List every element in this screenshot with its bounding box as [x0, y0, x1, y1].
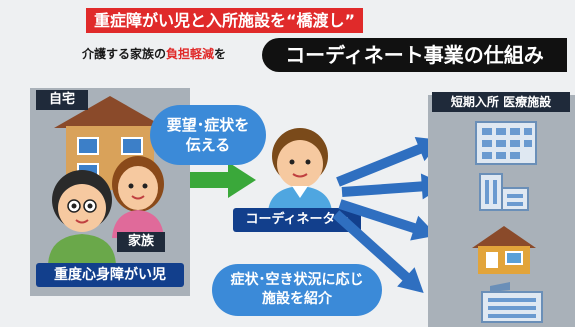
main-title: コーディネート事業の仕組み — [262, 38, 567, 72]
facilities-label: 短期入所 医療施設 — [432, 92, 570, 112]
house-icon — [54, 96, 166, 190]
request-bubble: 要望･症状を 伝える — [150, 105, 266, 165]
arrow-right-icon — [332, 210, 424, 293]
introduce-bubble-line1: 症状･空き状況に応じ — [230, 272, 364, 288]
coordinator-icon — [268, 128, 332, 212]
home-illustration — [48, 96, 166, 264]
green-arrow-icon — [190, 162, 256, 198]
subtitle-suffix: を — [214, 47, 227, 61]
introduce-bubble-line2: 施設を紹介 — [262, 291, 332, 307]
house-facility-icon — [472, 226, 536, 274]
subtitle-highlight: 負担軽減 — [166, 47, 215, 61]
mother-icon — [112, 156, 164, 238]
subtitle: 介護する家族の負担軽減を — [82, 45, 226, 62]
red-banner-title: 重症障がい児と入所施設を“橋渡し” — [86, 8, 364, 33]
request-bubble-line2: 伝える — [185, 136, 231, 154]
family-label: 家族 — [117, 232, 165, 252]
facility-buildings — [472, 121, 543, 323]
child-label: 重度心身障がい児 — [36, 263, 184, 287]
office-building-icon — [479, 173, 529, 211]
introduce-bubble: 症状･空き状況に応じ 施設を紹介 — [212, 264, 382, 316]
hospital-building-icon — [475, 121, 537, 165]
referral-arrows — [332, 136, 446, 293]
request-bubble-line1: 要望･症状を — [166, 116, 250, 134]
child-icon — [48, 170, 116, 264]
large-facility-icon — [481, 282, 543, 323]
home-label: 自宅 — [36, 90, 88, 110]
subtitle-prefix: 介護する家族の — [82, 47, 167, 61]
arrow-right-icon — [338, 199, 438, 241]
